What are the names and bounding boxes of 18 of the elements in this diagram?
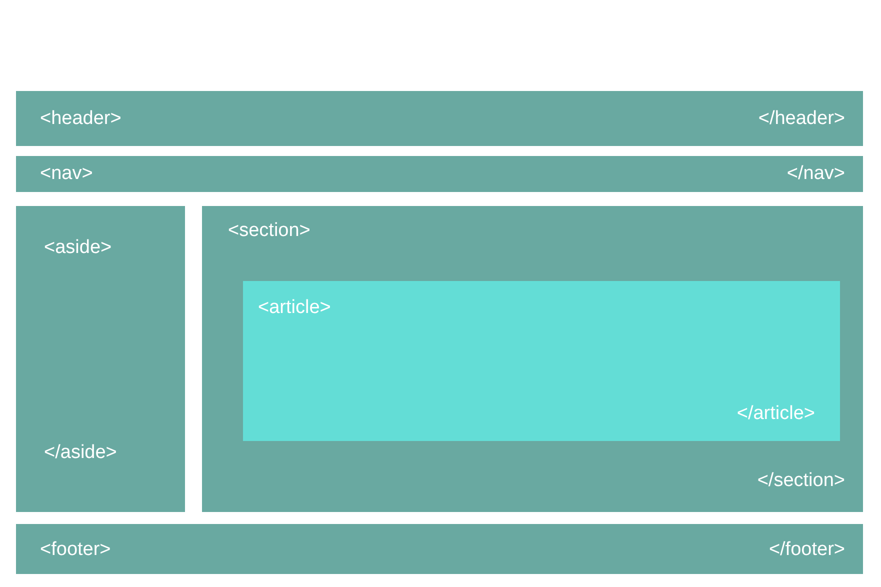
closing-tag-label: </header>	[758, 109, 845, 128]
closing-tag-label: </footer>	[768, 540, 845, 559]
header-block	[16, 91, 863, 146]
opening-tag-label: <footer>	[40, 540, 111, 559]
aside-block	[16, 206, 185, 512]
section-block	[202, 206, 863, 512]
closing-tag-label: </aside>	[44, 443, 117, 462]
article-block	[243, 281, 840, 441]
opening-tag-label: <nav>	[40, 164, 93, 183]
closing-tag-label: </section>	[757, 471, 845, 490]
closing-tag-label: </nav>	[786, 164, 845, 183]
opening-tag-label: <aside>	[44, 238, 112, 257]
opening-tag-label: <article>	[258, 298, 331, 317]
opening-tag-label: <section>	[228, 221, 310, 240]
closing-tag-label: </article>	[736, 404, 815, 423]
nav-block	[16, 156, 863, 192]
opening-tag-label: <header>	[40, 109, 122, 128]
footer-block	[16, 524, 863, 574]
